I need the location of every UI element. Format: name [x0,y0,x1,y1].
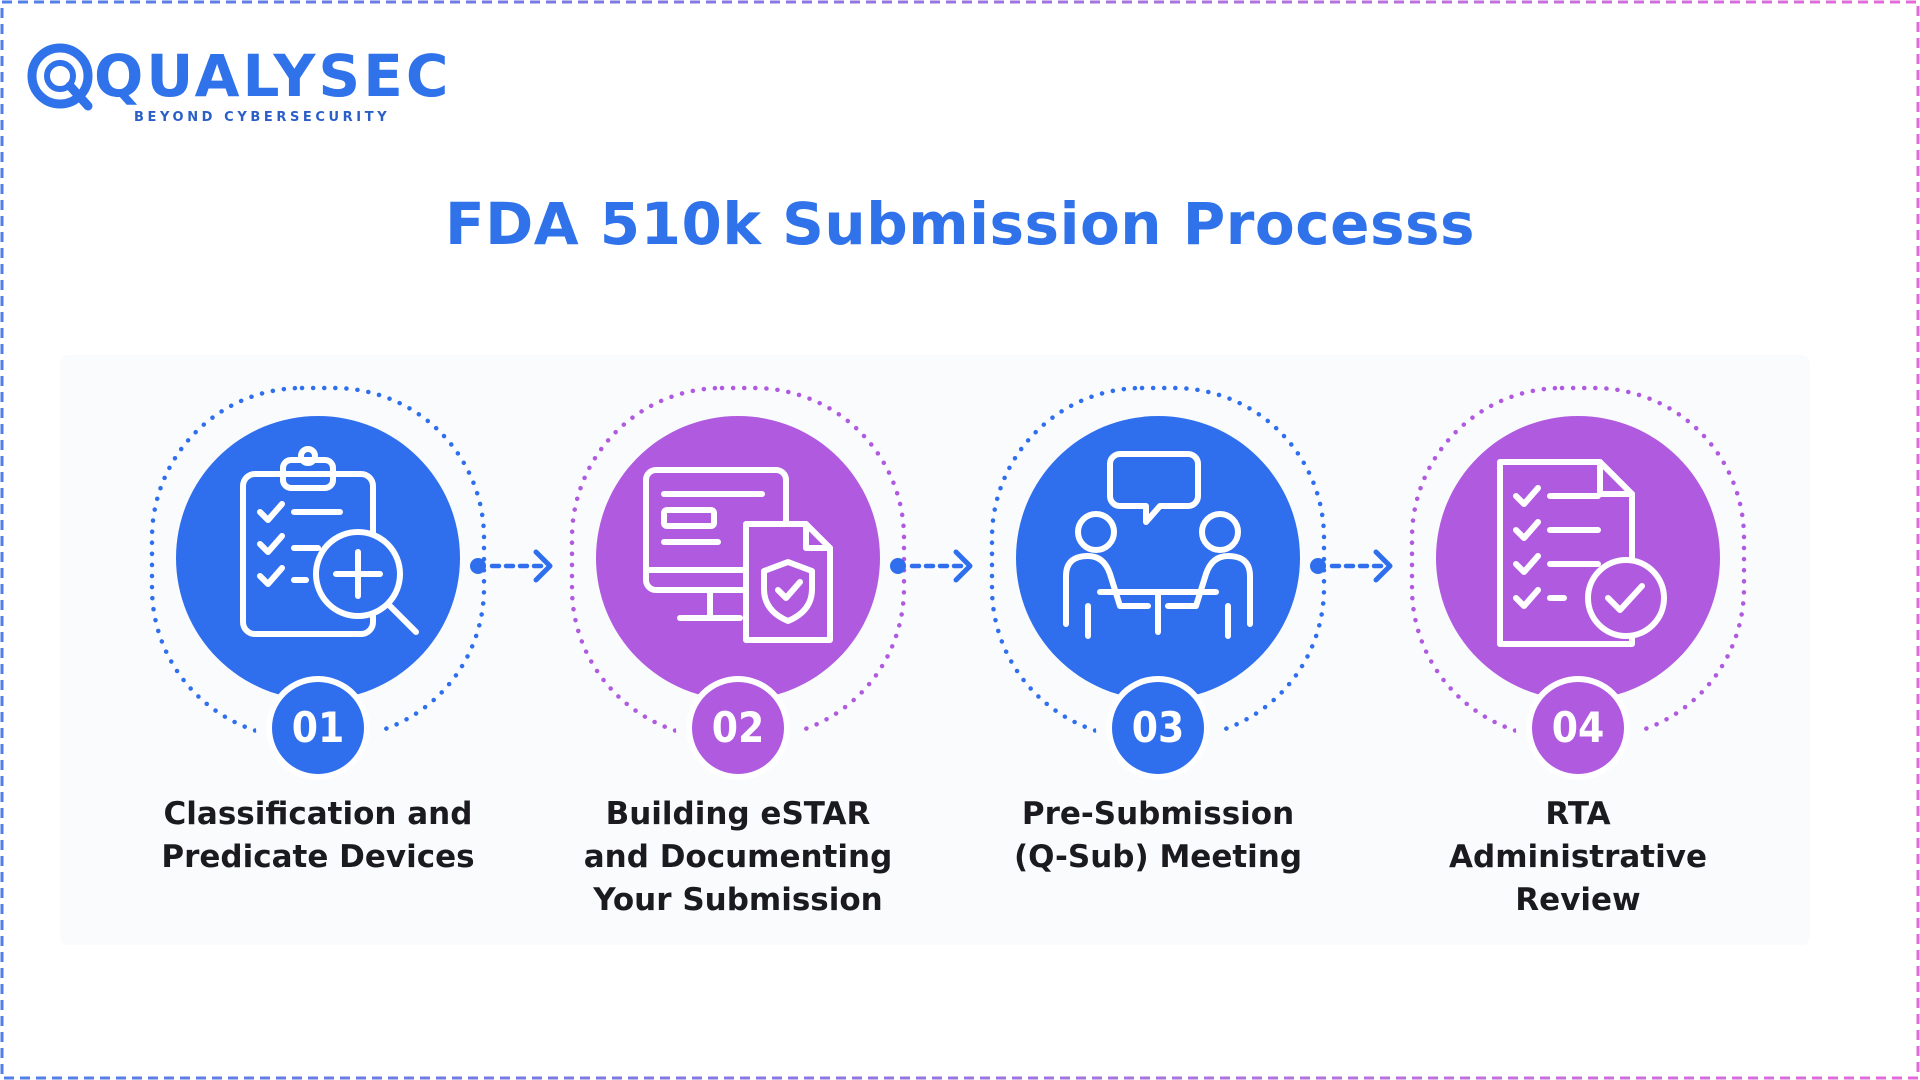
step-number: 01 [291,703,345,752]
logo-q-icon [27,43,93,111]
arrow-connector-3 [1310,549,1393,583]
step-01-dotted-ring [149,385,487,741]
step-number: 03 [1131,703,1185,752]
brand-logo[interactable]: QUALYSEC BEYOND CYBERSECURITY [26,40,448,130]
brand-name: QUALYSEC [94,42,452,110]
step-label-line: Building eSTAR [605,796,871,832]
step-03-circle [1016,416,1300,700]
monitor-document-shield-icon [643,467,833,643]
arrow-connector-2 [890,549,973,583]
step-03-dotted-ring [989,385,1327,741]
step-label-line: Predicate Devices [161,839,475,875]
checklist-approved-icon [1497,459,1667,647]
step-label-line: Pre-Submission [1021,796,1295,832]
brand-tagline: BEYOND CYBERSECURITY [134,110,391,125]
step-03 [989,385,1327,790]
clipboard-search-icon [240,446,419,637]
step-03-badge [1112,682,1204,774]
step-04-badge [1532,682,1624,774]
step-04-dotted-ring [1409,385,1747,741]
step-number: 02 [711,703,765,752]
meeting-people-icon [1063,451,1253,639]
step-02-badge [692,682,784,774]
step-02-circle [596,416,880,700]
step-04 [1409,385,1747,790]
step-02-dotted-ring [569,385,907,741]
page-title: FDA 510k Submission Processs [444,190,1476,258]
arrow-connector-1 [470,549,553,583]
step-label-line: Classification and [163,796,473,832]
step-04-circle [1436,416,1720,700]
step-01-badge [272,682,364,774]
step-label-line: Review [1515,882,1641,918]
step-label: Pre-Submission (Q-Sub) Meeting [988,793,1328,879]
step-label-line: and Documenting [583,839,893,875]
step-label-line: Your Submission [593,882,883,918]
step-02 [569,385,907,790]
step-label-line: Administrative [1449,839,1707,875]
step-number: 04 [1551,703,1605,752]
step-label-line: (Q-Sub) Meeting [1013,839,1303,875]
step-label-line: RTA [1545,796,1611,832]
step-01 [149,385,487,790]
